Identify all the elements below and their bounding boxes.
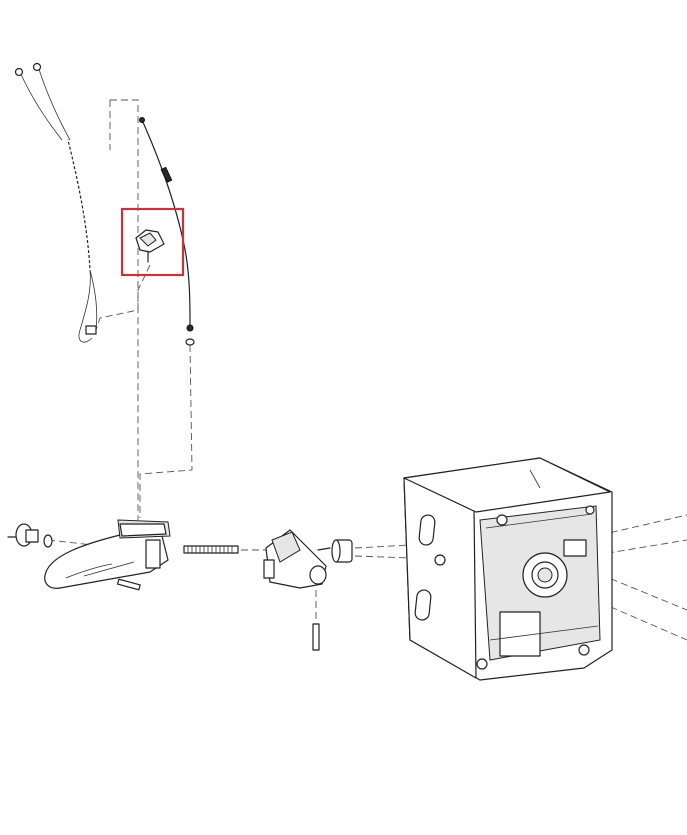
bushing-part (331, 539, 353, 563)
highlight-box (120, 207, 185, 277)
knob-part (7, 523, 53, 548)
throttle-cable-part (139, 117, 195, 346)
handle-grip-part (44, 519, 171, 589)
pin-part (116, 578, 141, 591)
engine-housing-part (403, 457, 613, 681)
cable-clip-part (135, 229, 165, 263)
lever-bracket-part (263, 529, 331, 589)
wire-harness-part (14, 62, 98, 343)
threaded-rod-part (183, 545, 239, 554)
vertical-pin-part (312, 623, 320, 651)
